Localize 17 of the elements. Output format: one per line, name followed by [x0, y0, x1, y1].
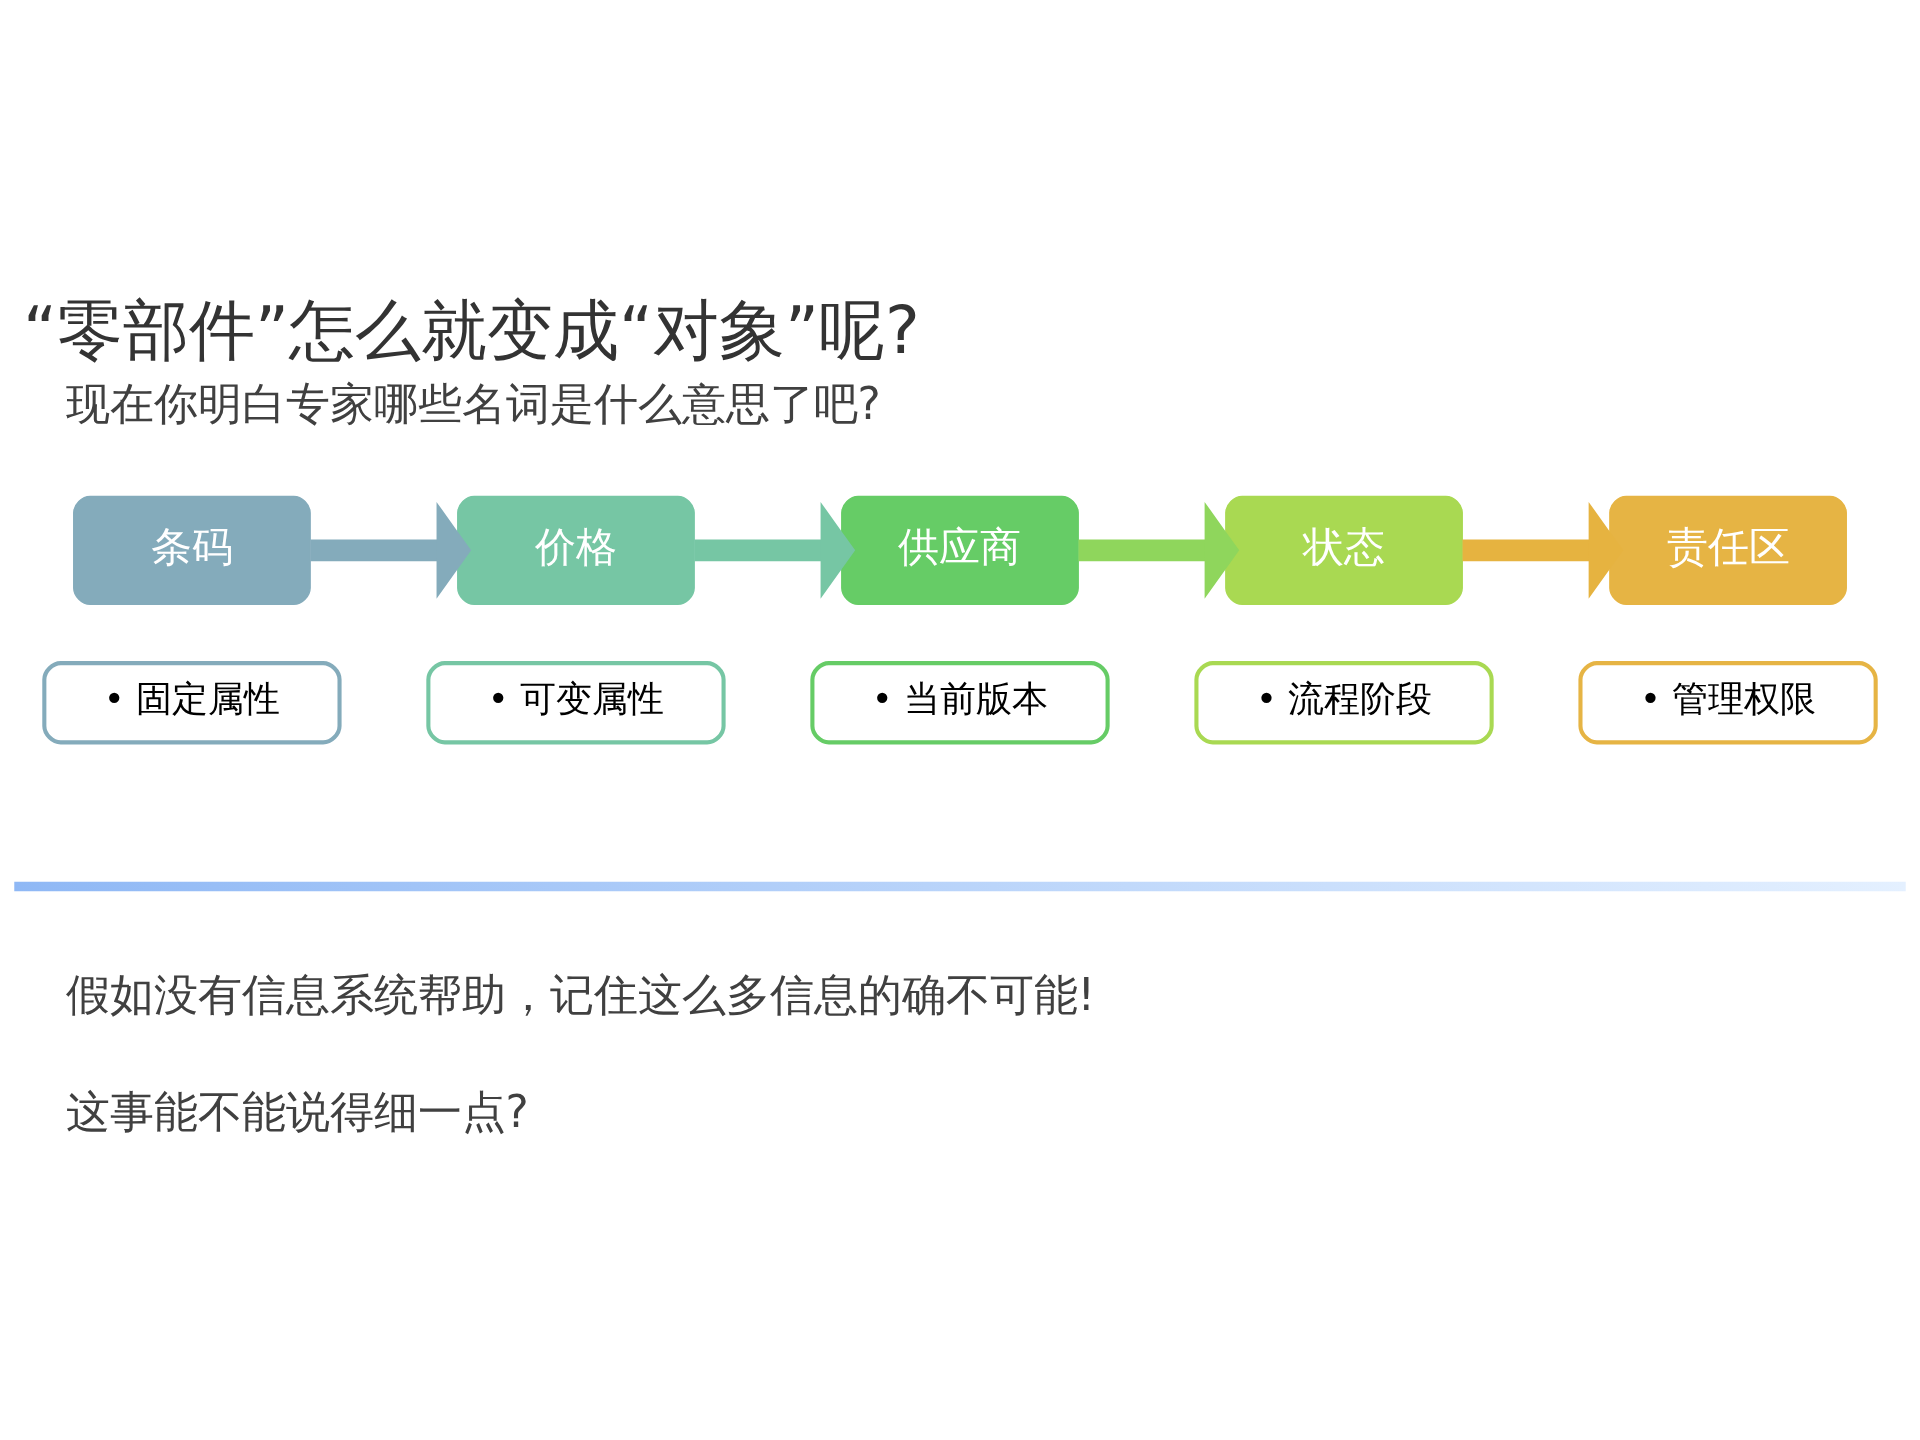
node-box: 价格	[457, 495, 695, 605]
node-box: • 固定属性	[42, 660, 342, 744]
node-box: • 可变属性	[426, 660, 726, 744]
label: 现在你明白专家哪些名词是什么意思了吧?	[65, 377, 881, 429]
node-box: 状态	[1225, 495, 1463, 605]
arrow	[310, 501, 472, 599]
node-box: • 管理权限	[1578, 660, 1878, 744]
label: 这事能不能说得细一点?	[65, 1085, 529, 1137]
node-box: 责任区	[1609, 495, 1847, 605]
diagram-title: “零部件”怎么就变成“对象”呢?	[23, 291, 920, 368]
node-box: • 流程阶段	[1194, 660, 1494, 744]
node-box: 条码	[73, 495, 311, 605]
arrow	[694, 501, 856, 599]
node-box: 供应商	[841, 495, 1079, 605]
node-box: • 当前版本	[810, 660, 1110, 744]
arrow	[1078, 501, 1240, 599]
label: 假如没有信息系统帮助，记住这么多信息的确不可能!	[65, 968, 1096, 1020]
